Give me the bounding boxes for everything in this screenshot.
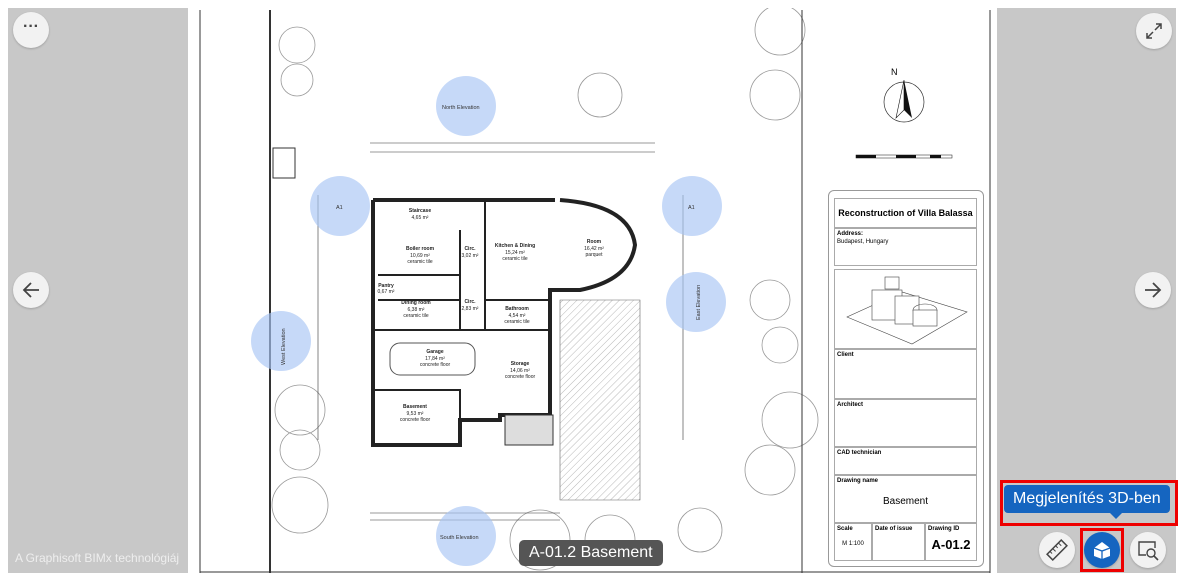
drawing-name: Basement bbox=[882, 496, 929, 507]
room-area: 2,83 m² bbox=[462, 306, 479, 312]
room-area: 0,67 m² bbox=[378, 289, 395, 295]
room-label: Basement bbox=[403, 404, 427, 410]
room-floor: concrete floor bbox=[400, 417, 431, 423]
zoom-window-button[interactable] bbox=[1130, 532, 1166, 568]
room-label: Storage bbox=[511, 361, 530, 367]
south-elevation-marker[interactable]: South Elevation bbox=[440, 535, 479, 541]
room-area: 9,53 m² bbox=[407, 411, 424, 417]
fullscreen-button[interactable] bbox=[1136, 13, 1172, 49]
room-area: 10,69 m² bbox=[410, 253, 430, 259]
view-3d-button[interactable] bbox=[1084, 532, 1120, 568]
button-highlight bbox=[1080, 528, 1124, 572]
room-area: 16,42 m² bbox=[584, 246, 604, 252]
tooltip-highlight bbox=[1000, 480, 1178, 526]
address-label: Address: bbox=[837, 231, 864, 237]
drawing-id-label: Drawing ID bbox=[928, 526, 960, 532]
room-label: Dining room bbox=[401, 300, 431, 306]
room-label: Circ. bbox=[464, 299, 476, 305]
project-title: Reconstruction of Villa Balassa bbox=[834, 198, 977, 228]
room-area: 15,24 m² bbox=[505, 250, 525, 256]
room-floor: ceramic tile bbox=[504, 319, 530, 325]
sheet-label: A-01.2 Basement bbox=[519, 540, 663, 566]
section-a1-marker[interactable]: A1 bbox=[688, 205, 695, 211]
room-floor: parquet bbox=[586, 252, 604, 258]
room-floor: ceramic tile bbox=[407, 259, 433, 265]
title-block: Reconstruction of Villa Balassa Address:… bbox=[828, 190, 984, 567]
ruler-icon bbox=[1046, 539, 1068, 561]
date-of-issue-label: Date of issue bbox=[872, 523, 925, 561]
north-label: N bbox=[891, 67, 898, 77]
arrow-right-icon bbox=[1145, 282, 1162, 298]
room-label: Pantry bbox=[378, 283, 394, 289]
room-label: Circ. bbox=[464, 246, 476, 252]
room-label: Kitchen & Dining bbox=[495, 243, 535, 249]
trees bbox=[271, 4, 819, 571]
scale-bar bbox=[855, 154, 953, 159]
cad-technician-label: CAD technician bbox=[834, 447, 977, 475]
room-area: 3,02 m² bbox=[462, 253, 479, 259]
section-a1-marker[interactable]: A1 bbox=[336, 205, 343, 211]
room-area: 17,84 m² bbox=[425, 356, 445, 362]
room-area: 4,54 m² bbox=[509, 313, 526, 319]
room-floor: concrete floor bbox=[420, 362, 451, 368]
room-area: 4,65 m² bbox=[412, 215, 429, 221]
cube-icon bbox=[1093, 542, 1111, 559]
north-elevation-marker[interactable]: North Elevation bbox=[442, 105, 480, 111]
room-floor: ceramic tile bbox=[403, 313, 429, 319]
expand-icon bbox=[1146, 23, 1162, 39]
credit-text: A Graphisoft BIMx technológiáj bbox=[15, 551, 180, 565]
zoom-window-icon bbox=[1138, 541, 1159, 561]
room-area: 14,06 m² bbox=[510, 368, 530, 374]
room-label: Room bbox=[587, 239, 602, 245]
room-label: Bathroom bbox=[505, 306, 529, 312]
north-arrow: N bbox=[883, 67, 925, 123]
room-label: Staircase bbox=[409, 208, 431, 214]
scale-label: Scale bbox=[837, 526, 853, 532]
room-floor: ceramic tile bbox=[502, 256, 528, 262]
room-floor: concrete floor bbox=[505, 374, 536, 380]
more-icon: ··· bbox=[23, 18, 39, 35]
building-render bbox=[834, 269, 977, 349]
measure-button[interactable] bbox=[1039, 532, 1075, 568]
next-sheet-button[interactable] bbox=[1135, 272, 1171, 308]
elevation-markers bbox=[251, 76, 726, 566]
west-elevation-marker[interactable]: West Elevation bbox=[281, 328, 287, 365]
architect-label: Architect bbox=[834, 399, 977, 447]
arrow-left-icon bbox=[22, 282, 39, 298]
view-3d-tooltip: Megjelenítés 3D-ben bbox=[1004, 485, 1170, 519]
scale-value: M 1:100 bbox=[842, 541, 864, 547]
client-label: Client bbox=[834, 349, 977, 399]
east-elevation-marker[interactable]: East Elevation bbox=[696, 285, 702, 320]
drawing-id: A-01.2 bbox=[931, 537, 971, 552]
drawing-name-label: Drawing name bbox=[837, 478, 879, 484]
previous-sheet-button[interactable] bbox=[13, 272, 49, 308]
room-label: Garage bbox=[426, 349, 443, 355]
room-area: 6,38 m² bbox=[408, 307, 425, 313]
address: Budapest, Hungary bbox=[837, 239, 889, 245]
more-options-button[interactable]: ··· bbox=[13, 12, 49, 48]
room-label: Boiler room bbox=[406, 246, 435, 252]
